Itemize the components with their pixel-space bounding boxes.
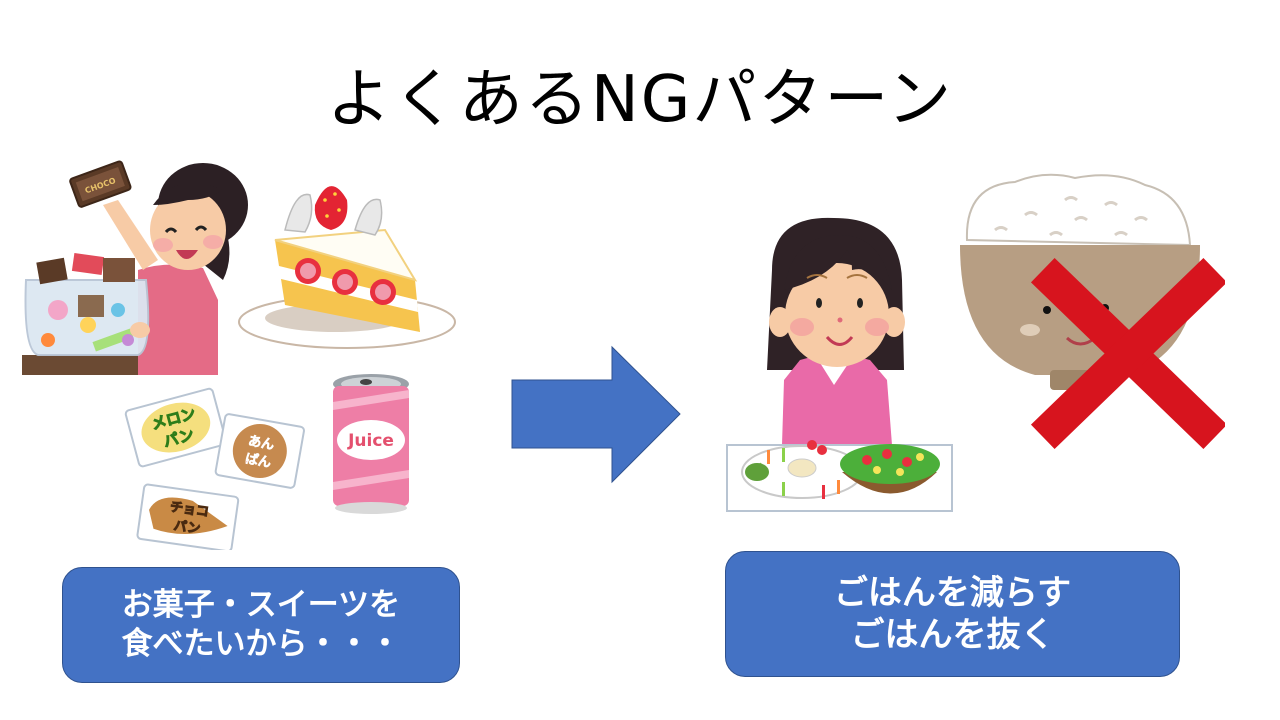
svg-text:パン: パン: [173, 519, 201, 538]
strawberry-shortcake-illustration: [238, 186, 456, 349]
caption-sweets-line-1: お菓子・スイーツを: [121, 587, 401, 624]
girl-with-candy-jar-illustration: CHOCO: [22, 160, 248, 375]
caption-rice-line-2: ごはんを抜く: [850, 615, 1055, 655]
juice-can-illustration: Juice: [333, 374, 409, 514]
bread-bags-illustration: メロン パン あん ぱん チョコ パン: [124, 387, 305, 550]
woman-with-salad-illustration: [726, 217, 953, 512]
svg-text:ぱん: ぱん: [244, 451, 272, 471]
caption-box-sweets: お菓子・スイーツを 食べたいから・・・: [62, 567, 460, 683]
caption-rice-line-1: ごはんを減らす: [833, 572, 1072, 613]
caption-sweets-line-2: 食べたいから・・・: [121, 626, 401, 662]
right-arrow-icon: [511, 345, 681, 484]
slide-title: よくあるNGパターン: [326, 63, 954, 137]
svg-text:あん: あん: [247, 434, 275, 453]
svg-text:チョコ: チョコ: [169, 500, 210, 520]
svg-text:Juice: Juice: [347, 431, 394, 451]
caption-box-rice: ごはんを減らす ごはんを抜く: [725, 551, 1180, 677]
rice-bowl-crossed-out-illustration: [960, 173, 1225, 450]
